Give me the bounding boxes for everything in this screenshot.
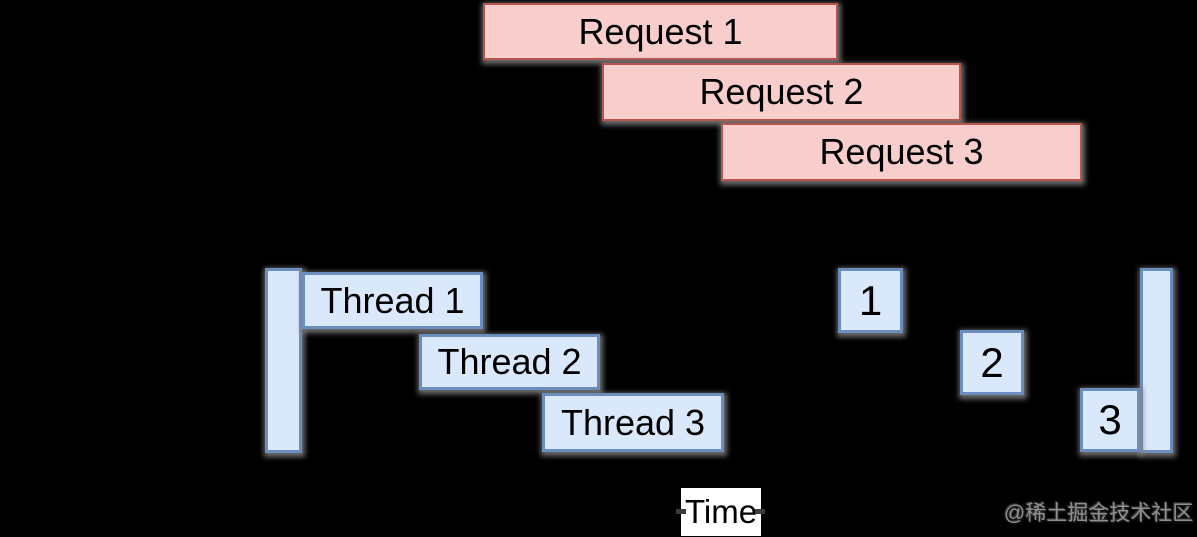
thread-1-label: Thread 1 (320, 279, 465, 321)
request-1-box: Request 1 (483, 3, 838, 60)
request-3-box: Request 3 (721, 123, 1082, 181)
marker-box-1: 1 (838, 268, 903, 333)
thread-2-box: Thread 2 (419, 334, 600, 390)
request-2-label: Request 2 (699, 71, 864, 112)
marker-box-3: 3 (1080, 388, 1140, 452)
request-3-label: Request 3 (819, 131, 984, 172)
time-axis-line-stub-left (676, 509, 686, 514)
marker-3-label: 3 (1098, 396, 1122, 443)
marker-box-2: 2 (960, 330, 1024, 395)
thread-3-box: Thread 3 (542, 393, 724, 452)
time-axis-line-stub-right (755, 509, 765, 514)
marker-1-label: 1 (858, 276, 883, 324)
marker-2-label: 2 (980, 338, 1004, 386)
thread-3-label: Thread 3 (560, 401, 706, 443)
thread-1-box: Thread 1 (302, 272, 483, 329)
request-2-box: Request 2 (602, 63, 961, 121)
thread-pool-end-bar (1140, 268, 1173, 453)
request-1-label: Request 1 (578, 10, 743, 52)
time-axis-label: Time (681, 488, 761, 536)
thread-2-label: Thread 2 (437, 341, 582, 382)
watermark-text: @稀土掘金技术社区 (1004, 502, 1194, 525)
time-axis-label-text: Time (684, 493, 758, 530)
thread-pool-start-bar (265, 268, 302, 453)
